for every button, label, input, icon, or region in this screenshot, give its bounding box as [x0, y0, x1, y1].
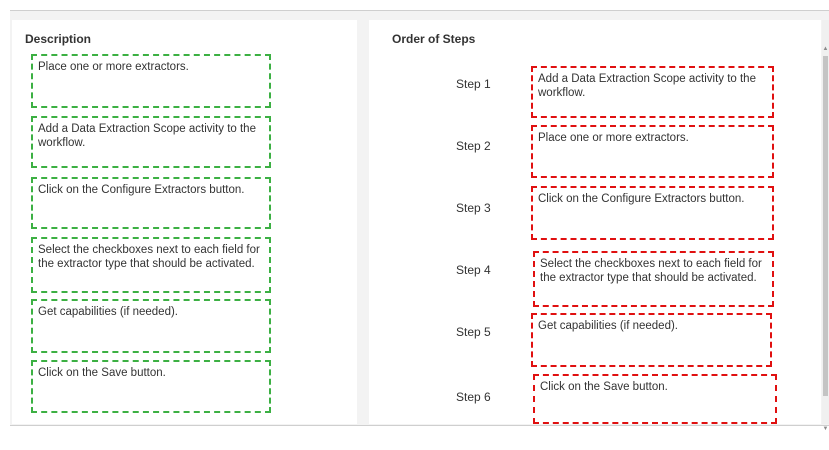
step-4-drop-target[interactable]: Select the checkboxes next to each field… — [533, 251, 774, 307]
description-item-2[interactable]: Add a Data Extraction Scope activity to … — [31, 116, 271, 168]
description-title: Description — [25, 32, 92, 46]
step-5-label: Step 5 — [456, 325, 491, 339]
step-6-label: Step 6 — [456, 390, 491, 404]
description-item-1[interactable]: Place one or more extractors. — [31, 54, 271, 108]
description-item-3[interactable]: Click on the Configure Extractors button… — [31, 177, 271, 229]
scroll-up-icon[interactable]: ▲ — [822, 46, 829, 52]
vertical-scrollbar[interactable]: ▲ ▼ — [822, 20, 829, 432]
scroll-down-icon[interactable]: ▼ — [822, 426, 829, 432]
step-6-drop-target[interactable]: Click on the Save button. — [533, 374, 777, 424]
description-item-6[interactable]: Click on the Save button. — [31, 360, 271, 413]
step-5-drop-target[interactable]: Get capabilities (if needed). — [531, 313, 772, 367]
description-item-5[interactable]: Get capabilities (if needed). — [31, 299, 271, 353]
step-3-drop-target[interactable]: Click on the Configure Extractors button… — [531, 186, 774, 240]
description-panel: Description Place one or more extractors… — [12, 20, 357, 424]
step-2-drop-target[interactable]: Place one or more extractors. — [531, 125, 774, 178]
order-of-steps-panel: Order of Steps Step 1 Add a Data Extract… — [369, 20, 821, 424]
step-2-label: Step 2 — [456, 139, 491, 153]
step-1-label: Step 1 — [456, 77, 491, 91]
description-item-4[interactable]: Select the checkboxes next to each field… — [31, 237, 271, 293]
step-3-label: Step 3 — [456, 201, 491, 215]
scrollbar-thumb[interactable] — [823, 56, 828, 396]
step-4-label: Step 4 — [456, 263, 491, 277]
step-1-drop-target[interactable]: Add a Data Extraction Scope activity to … — [531, 66, 774, 118]
order-of-steps-title: Order of Steps — [392, 32, 476, 46]
